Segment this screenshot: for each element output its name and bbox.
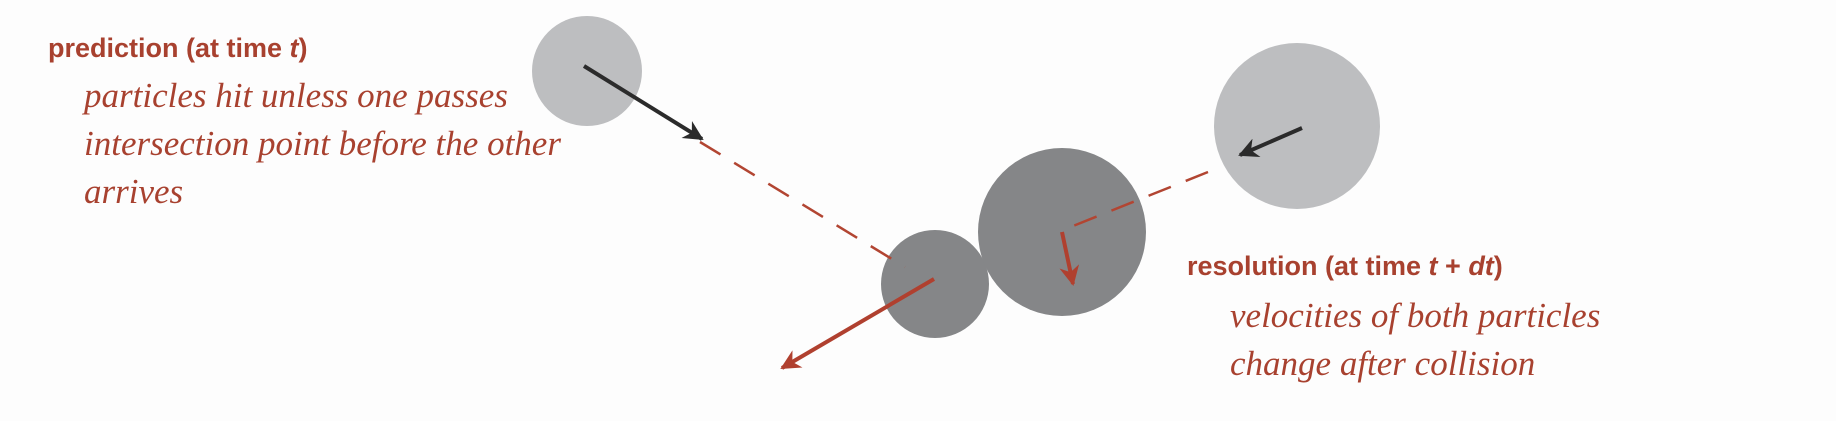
prediction-description: particles hit unless one passes intersec… [84, 72, 561, 216]
prediction-heading: prediction (at time t) [48, 33, 308, 64]
resolution-heading-variable-dt: dt [1468, 251, 1494, 281]
resolution-line: velocities of both particles [1230, 296, 1601, 335]
resolution-heading-plus: + [1437, 251, 1469, 281]
prediction-heading-variable: t [289, 33, 299, 63]
velocity-b-after-arrow [1059, 231, 1080, 286]
particle-a-initial [532, 16, 642, 126]
prediction-line: intersection point before the other [84, 124, 561, 163]
resolution-heading-prefix: resolution (at time [1187, 251, 1429, 281]
prediction-heading-suffix: ) [298, 33, 308, 63]
particle-b-initial [1214, 43, 1380, 209]
resolution-line: change after collision [1230, 344, 1536, 383]
velocity-a-before-arrow [582, 64, 704, 141]
velocity-b-before-arrow [1238, 126, 1303, 157]
resolution-heading: resolution (at time t + dt) [1187, 251, 1503, 282]
resolution-heading-suffix: ) [1493, 251, 1503, 281]
resolution-heading-variable-t: t [1428, 251, 1438, 281]
resolution-description: velocities of both particles change afte… [1230, 292, 1600, 388]
trajectory-b-dashed [1062, 170, 1209, 232]
prediction-heading-prefix: prediction (at time [48, 33, 290, 63]
prediction-line: arrives [84, 172, 184, 211]
trajectory-a-dashed [699, 140, 906, 269]
prediction-line: particles hit unless one passes [84, 76, 508, 115]
velocity-a-after-arrow [780, 277, 936, 370]
particle-a-at-collision [881, 230, 989, 338]
